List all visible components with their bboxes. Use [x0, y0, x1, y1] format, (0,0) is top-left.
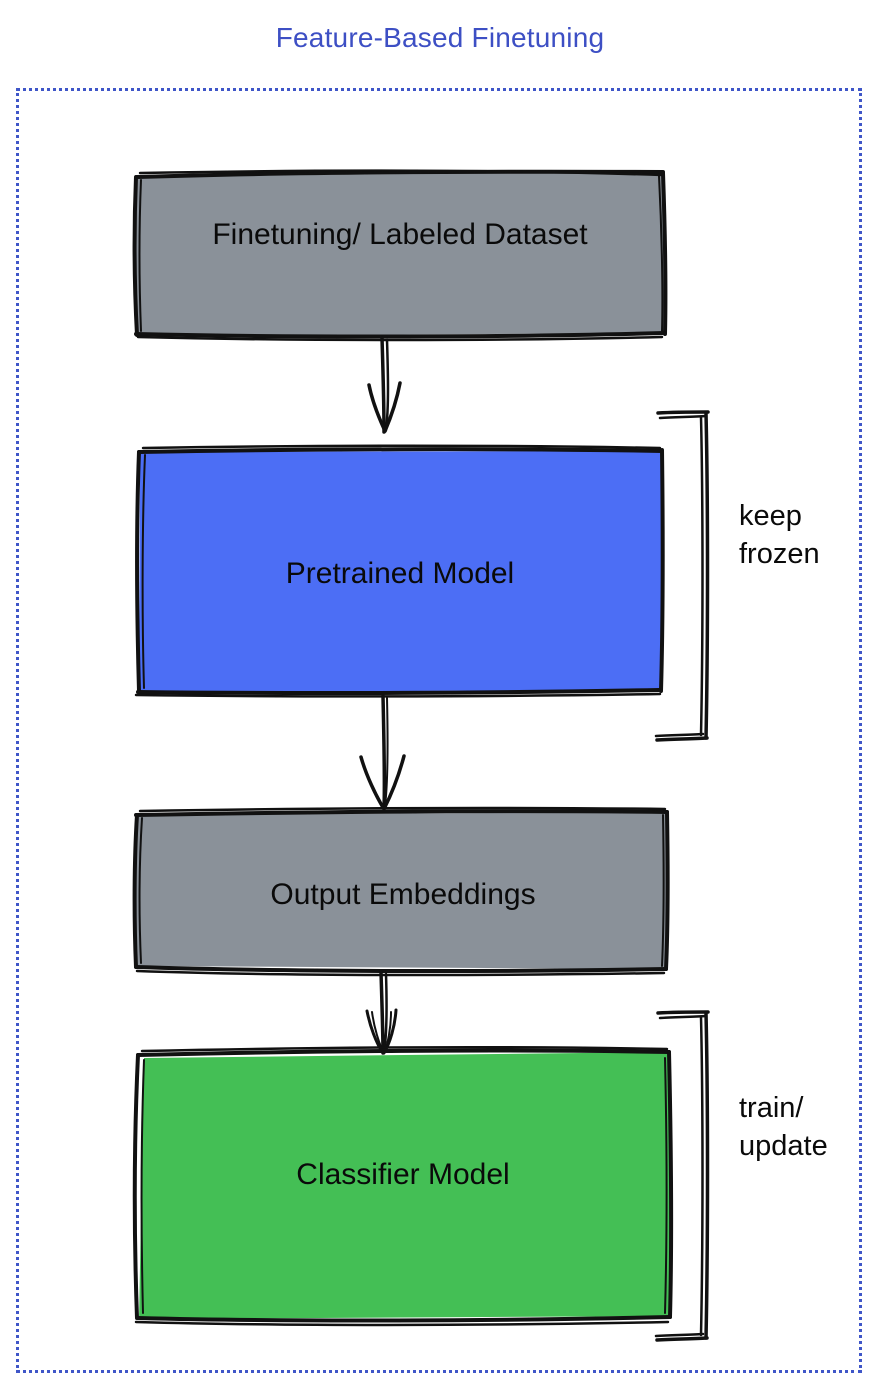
node-output-embeddings-label: Output Embeddings	[270, 878, 536, 911]
annotation-train-update-label: train/ update	[739, 1092, 828, 1162]
node-dataset-label: Finetuning/ Labeled Dataset	[212, 218, 588, 251]
node-output-embeddings[interactable]	[132, 806, 670, 977]
node-dataset[interactable]	[132, 169, 668, 342]
node-pretrained-model-label: Pretrained Model	[285, 557, 515, 590]
feature-based-finetuning-group-frame	[16, 88, 862, 1373]
page-title: Feature-Based Finetuning	[275, 22, 605, 53]
node-classifier-model[interactable]	[132, 1046, 674, 1327]
node-pretrained-model[interactable]	[134, 444, 665, 698]
annotation-keep-frozen-label: keep frozen	[739, 500, 820, 570]
node-classifier-model-label: Classifier Model	[296, 1158, 510, 1191]
